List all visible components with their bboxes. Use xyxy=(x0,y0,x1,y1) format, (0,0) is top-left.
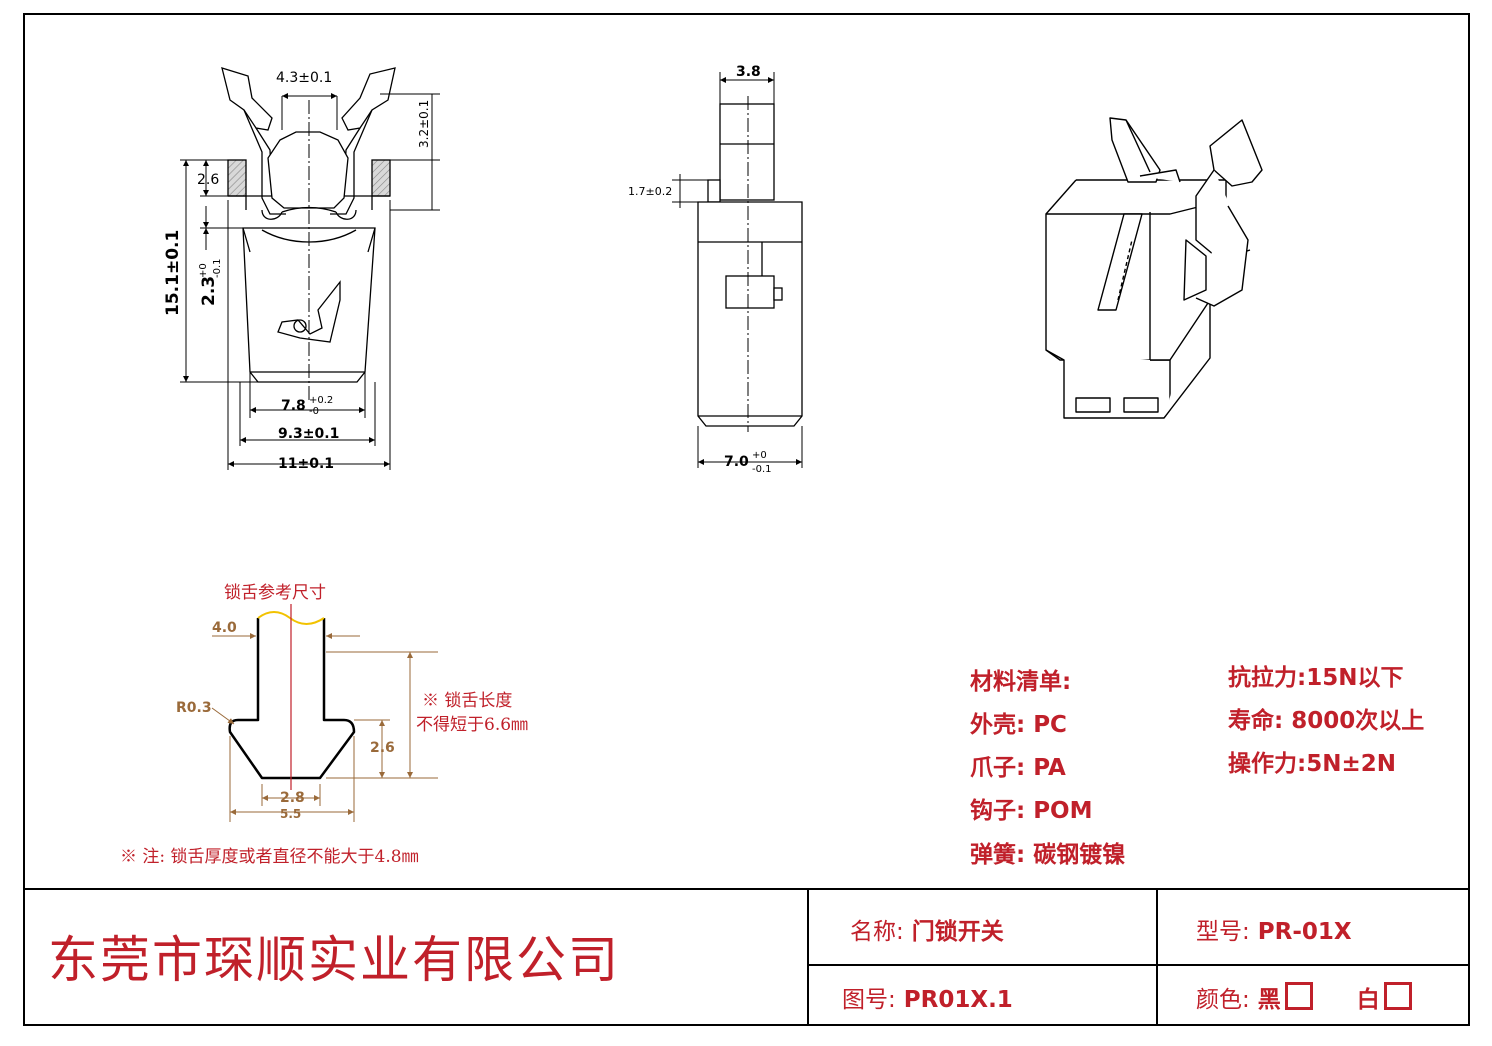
tongue-note-length-1: ※ 锁舌长度 xyxy=(422,691,512,711)
dim-flange: 2.6 xyxy=(197,172,219,188)
svg-text:7.0: 7.0 xyxy=(724,454,749,470)
tongue-dimensions xyxy=(211,633,438,822)
name-field: 名称: 门锁开关 xyxy=(850,912,1004,946)
tongue-dim-height: 2.6 xyxy=(370,740,395,756)
material-item: 钩子: POM xyxy=(970,798,1093,824)
dim-top-width: 4.3±0.1 xyxy=(276,70,332,86)
material-item: 爪子: PA xyxy=(970,755,1066,781)
svg-text:2.3: 2.3 xyxy=(199,276,219,306)
tongue-title: 锁舌参考尺寸 xyxy=(224,583,326,603)
svg-text:+0.2: +0.2 xyxy=(309,395,333,406)
front-view xyxy=(221,67,396,402)
tongue-top-break xyxy=(257,611,325,625)
model-field: 型号: PR-01X xyxy=(1196,912,1352,946)
spec-lifetime: 寿命: 8000次以上 xyxy=(1228,708,1425,734)
svg-text:-0.1: -0.1 xyxy=(752,464,772,475)
color-white-checkbox[interactable] xyxy=(1383,982,1412,1010)
dim-plunger-width: 3.8 xyxy=(736,64,761,80)
spec-operating-force: 操作力:5N±2N xyxy=(1228,751,1396,777)
drawing-value: PR01X.1 xyxy=(903,987,1013,1013)
name-value: 门锁开关 xyxy=(911,919,1004,945)
material-item: 外壳: PC xyxy=(970,712,1067,738)
color-white-label: 白 xyxy=(1356,987,1380,1013)
tongue-drawing xyxy=(228,618,356,780)
drawing-frame xyxy=(23,13,1470,1026)
side-view-dimensions xyxy=(672,72,803,468)
svg-text:-0: -0 xyxy=(309,406,319,417)
color-black-checkbox[interactable] xyxy=(1284,982,1313,1010)
tongue-dim-radius: R0.3 xyxy=(176,700,212,716)
dim-step-height: 1.7±0.2 xyxy=(628,185,672,198)
drawing-number-field: 图号: PR01X.1 xyxy=(842,980,1013,1014)
dim-body-width: 9.3±0.1 xyxy=(278,426,339,442)
name-label: 名称: xyxy=(850,919,904,945)
color-field: 颜色: 黑 白 xyxy=(1196,980,1412,1014)
materials-title: 材料清单: xyxy=(970,669,1072,695)
tongue-dim-bottom-outer: 5.5 xyxy=(280,807,301,821)
tongue-dim-bottom-inner: 2.8 xyxy=(280,790,305,806)
color-label: 颜色: xyxy=(1196,987,1250,1013)
color-black-label: 黑 xyxy=(1257,987,1281,1013)
dim-total-height: 15.1±0.1 xyxy=(163,230,183,316)
tongue-dim-top: 4.0 xyxy=(212,620,237,636)
front-view-dimensions xyxy=(180,93,440,470)
side-view xyxy=(697,96,803,432)
svg-text:7.8: 7.8 xyxy=(281,398,306,414)
tongue-note-length-2: 不得短于6.6㎜ xyxy=(416,715,528,735)
dim-right-height: 3.2±0.1 xyxy=(417,100,431,148)
drawing-label: 图号: xyxy=(842,987,896,1013)
dim-overall-width: 11±0.1 xyxy=(278,456,334,472)
tongue-note-thickness: ※ 注: 锁舌厚度或者直径不能大于4.8㎜ xyxy=(120,847,419,867)
company-name: 东莞市琛顺实业有限公司 xyxy=(48,931,620,989)
model-value: PR-01X xyxy=(1257,919,1352,945)
material-item: 弹簧: 碳钢镀镍 xyxy=(970,842,1126,868)
model-label: 型号: xyxy=(1196,919,1250,945)
svg-text:+0: +0 xyxy=(752,450,767,461)
isometric-view xyxy=(1045,117,1263,419)
spec-pull-force: 抗拉力:15N以下 xyxy=(1228,665,1404,691)
dim-inner-height: 2.3 +0 -0.1 xyxy=(198,258,223,306)
svg-text:-0.1: -0.1 xyxy=(212,258,223,278)
svg-text:+0: +0 xyxy=(198,263,209,278)
dim-bottom-inner: 7.8 +0.2 -0 xyxy=(281,395,333,417)
dim-side-width: 7.0 +0 -0.1 xyxy=(724,450,772,475)
